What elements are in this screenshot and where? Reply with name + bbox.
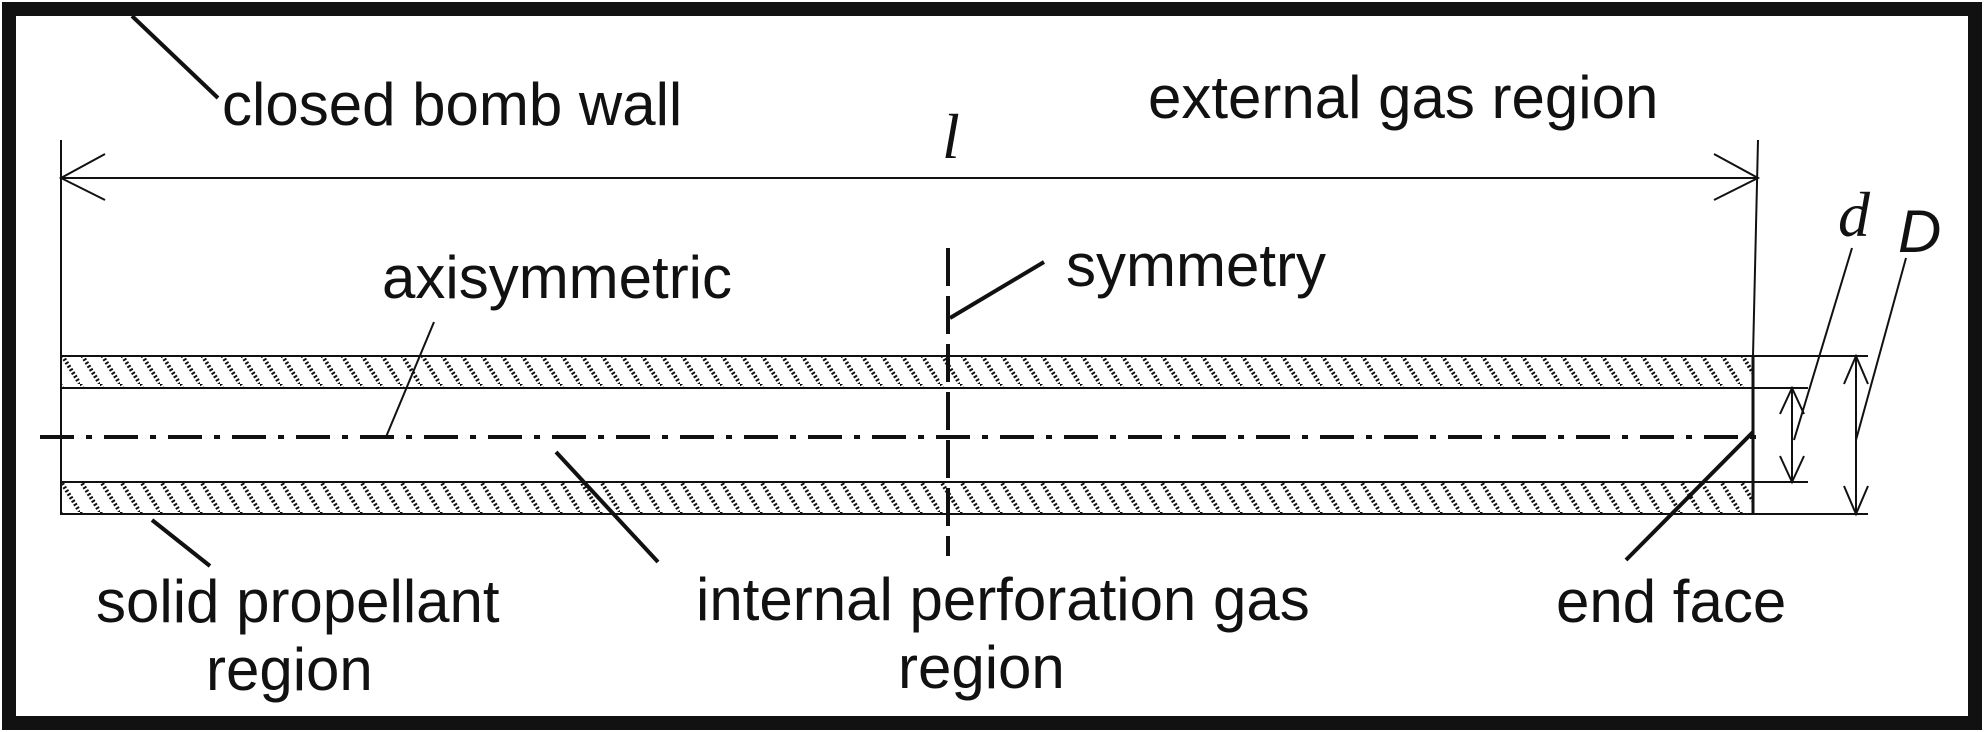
length-arrow-right: [1713, 153, 1761, 201]
internal-perforation-label-line2: region: [898, 634, 1065, 701]
solid-propellant-lower-wall: [60, 481, 1754, 515]
axisymmetric-leader: [385, 321, 435, 438]
inner-diameter-leader: [1793, 247, 1853, 441]
length-extension-right: [1752, 139, 1759, 357]
internal-perforation-label-line1: internal perforation gas: [696, 566, 1310, 633]
outer-diameter-arrow-bottom: [1843, 485, 1869, 517]
inner-diameter-symbol: d: [1838, 179, 1871, 250]
inner-diameter-arrow-top: [1779, 385, 1805, 415]
axisymmetric-label: axisymmetric: [382, 244, 732, 311]
outer-diameter-symbol: D: [1898, 198, 1941, 265]
symmetry-leader: [948, 260, 1046, 320]
length-arrow-left: [58, 153, 106, 201]
inner-diameter-arrow-bottom: [1779, 455, 1805, 485]
end-face-leader: [1624, 430, 1755, 562]
external-gas-region-label: external gas region: [1148, 64, 1658, 131]
solid-propellant-label-line1: solid propellant: [96, 568, 500, 635]
length-symbol: l: [942, 101, 960, 172]
solid-propellant-label-line2: region: [206, 636, 373, 703]
solid-propellant-leader: [150, 518, 212, 568]
outer-diameter-arrow-top: [1843, 353, 1869, 385]
internal-perforation-leader: [554, 450, 660, 564]
solid-propellant-upper-wall: [60, 355, 1754, 389]
symmetry-label: symmetry: [1066, 232, 1326, 299]
closed-bomb-wall-leader: [130, 14, 220, 100]
closed-bomb-wall-label: closed bomb wall: [222, 71, 682, 138]
outer-diameter-leader: [1855, 257, 1907, 441]
end-face-label: end face: [1556, 568, 1786, 635]
